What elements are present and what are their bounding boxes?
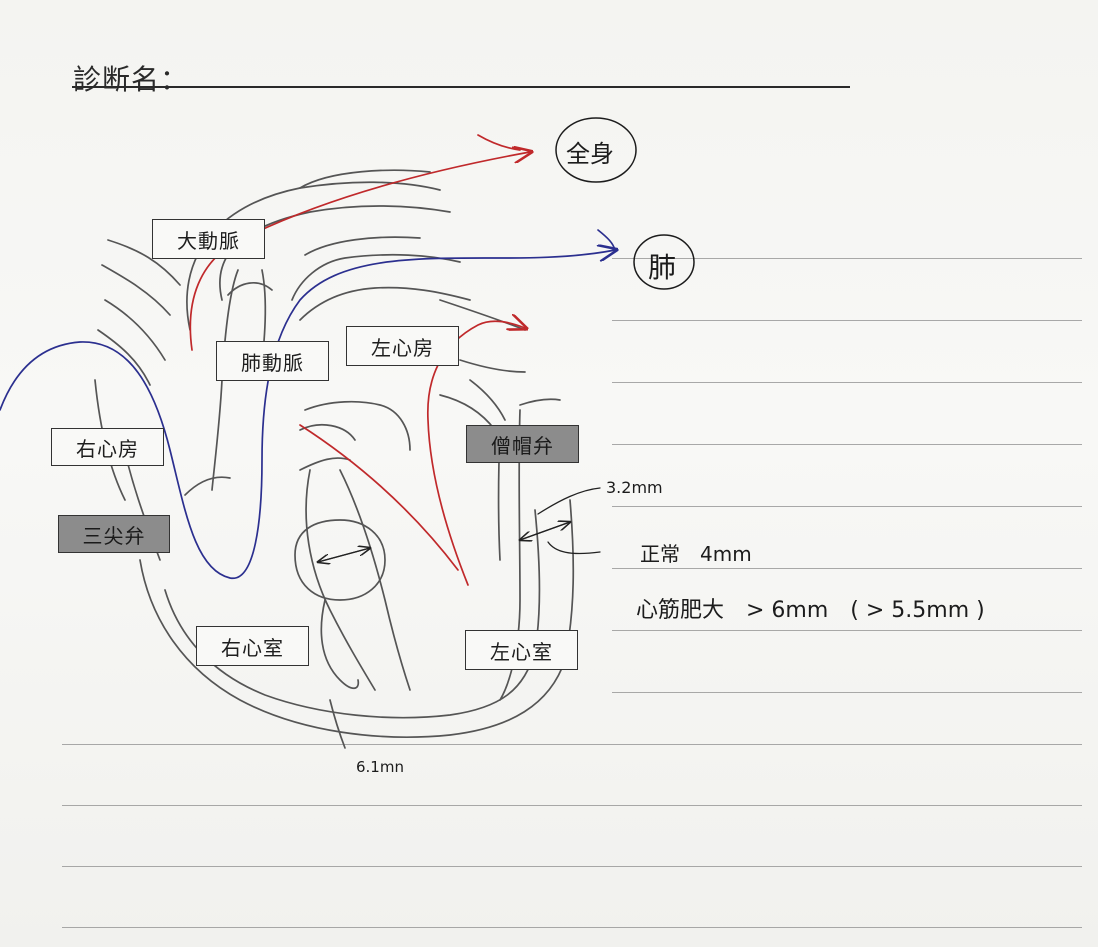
ruled-line <box>62 805 1082 806</box>
ruled-line <box>612 258 1082 259</box>
label-left-atrium: 左心房 <box>346 326 459 366</box>
ruled-line <box>612 630 1082 631</box>
ruled-line <box>612 692 1082 693</box>
label-right-ventricle: 右心室 <box>196 626 309 666</box>
handwritten-lung: 肺 <box>648 251 677 284</box>
venous-flow-arrows <box>0 229 615 579</box>
ruled-line <box>612 444 1082 445</box>
ruled-line <box>62 927 1082 928</box>
measurement-arrows <box>318 487 601 562</box>
handwritten-rv-measure: 6.1mn <box>356 758 404 776</box>
arterial-flow-arrows <box>189 134 530 586</box>
handwritten-systemic: 全身 <box>566 140 614 168</box>
ruled-line <box>612 320 1082 321</box>
ruled-line <box>62 866 1082 867</box>
handwritten-normal: 正常 4mm <box>640 542 752 566</box>
ruled-line <box>62 744 1082 745</box>
handwritten-hypertrophy: 心筋肥大 > 6mm ( > 5.5mm ) <box>636 598 985 623</box>
ruled-line <box>612 506 1082 507</box>
label-left-ventricle: 左心室 <box>465 630 578 670</box>
label-aorta: 大動脈 <box>152 219 265 259</box>
handwritten-lv-wall-measure: 3.2mm <box>606 478 663 497</box>
ruled-line <box>612 568 1082 569</box>
diagnosis-underline <box>72 86 850 88</box>
heart-outline <box>94 169 575 749</box>
label-pulmonary-artery: 肺動脈 <box>216 341 329 381</box>
label-mitral-valve: 僧帽弁 <box>466 425 579 463</box>
label-right-atrium: 右心房 <box>51 428 164 466</box>
systemic-circle <box>555 117 637 183</box>
lung-circle <box>633 234 695 290</box>
ruled-line <box>612 382 1082 383</box>
diagnosis-title: 診断名： <box>73 63 190 96</box>
label-tricuspid-valve: 三尖弁 <box>58 515 170 553</box>
